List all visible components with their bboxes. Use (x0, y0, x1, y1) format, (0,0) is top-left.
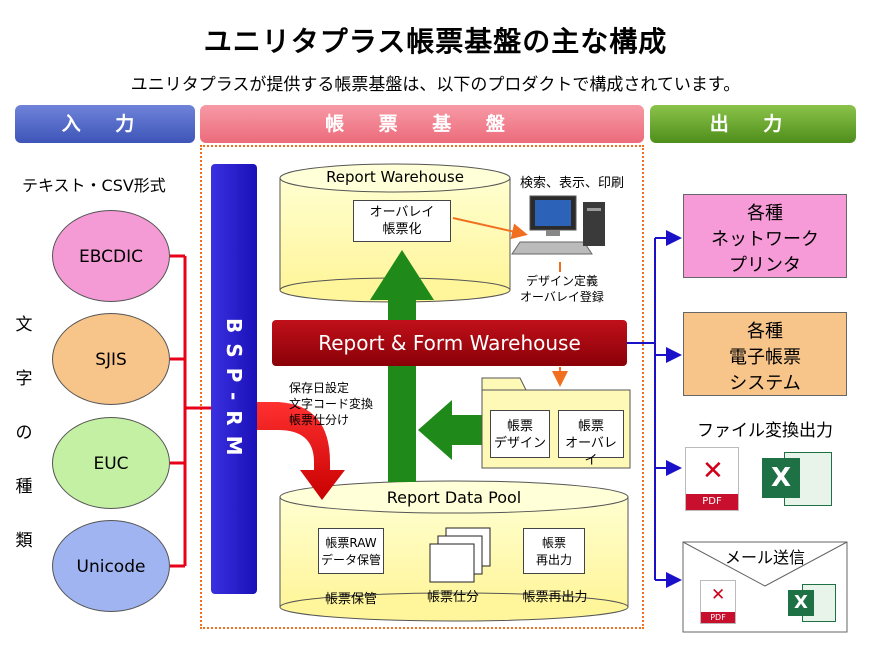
input-band: 入 力 (15, 105, 195, 143)
design-label-line: オーバレイ登録 (520, 290, 604, 304)
raw-data-line: 帳票RAW (325, 536, 377, 550)
network-printer-box: 各種 ネットワーク プリンタ (683, 194, 847, 278)
overlay-box: オーバレイ 帳票化 (353, 200, 451, 242)
edoc-system-box: 各種 電子帳票 システム (683, 312, 847, 396)
excel-small-label: X (788, 590, 814, 616)
encoding-sjis: SJIS (52, 313, 170, 405)
form-overlay-line: 帳票 (577, 419, 604, 434)
center-band: 帳 票 基 盤 (200, 105, 644, 143)
design-label-line: デザイン定義 (525, 274, 598, 288)
caption-reprint: 帳票再出力 (522, 590, 588, 605)
bsp-rm-label: BSP-RM (222, 318, 246, 466)
caption-sort: 帳票仕分 (426, 590, 479, 605)
document-stack-icon (429, 527, 491, 583)
caption-store: 帳票保管 (324, 592, 377, 607)
pdf-small-label: PDF (701, 612, 735, 623)
char-types-label: 文 字 の 種 類 (12, 298, 36, 568)
form-design-line: デザイン (493, 436, 546, 451)
excel-small-icon: X (788, 582, 836, 622)
design-labels: デザイン定義 オーバレイ登録 (520, 273, 604, 305)
char-type-glyph: 類 (15, 531, 33, 551)
overlay-to-pc-arrow (452, 217, 528, 240)
char-type-glyph: 文 (15, 315, 33, 335)
edocs-line: 電子帳票 (729, 347, 801, 368)
form-overlay-box: 帳票 オーバレイ (558, 410, 624, 468)
form-overlay-line: オーバレイ (565, 436, 617, 468)
form-design-box: 帳票 デザイン (490, 410, 550, 458)
rfw-bar: Report & Form Warehouse (272, 320, 627, 366)
edocs-line: 各種 (747, 321, 783, 342)
reprint-line: 帳票 (541, 536, 566, 550)
printer-line: 各種 (747, 203, 783, 224)
mail-label: メール送信 (724, 548, 805, 567)
edocs-line: システム (729, 373, 801, 394)
report-warehouse-title: Report Warehouse (326, 168, 464, 186)
process-label-line: 文字コード変換 (289, 397, 374, 411)
excel-icon: X (762, 448, 832, 506)
char-type-glyph: の (15, 423, 33, 443)
process-label-line: 保存日設定 (289, 381, 350, 395)
report-data-pool-title: Report Data Pool (386, 488, 522, 507)
raw-data-line: データ保管 (320, 553, 381, 567)
pdf-icon: ✕ PDF (685, 447, 739, 511)
process-label-line: 帳票仕分け (289, 413, 350, 427)
green-left-arrow (418, 400, 482, 460)
page-subtitle: ユニリタプラスが提供する帳票基盤は、以下のプロダクトで構成されています。 (130, 75, 741, 95)
overlay-box-line: 帳票化 (382, 222, 422, 237)
red-curved-arrow (257, 402, 345, 500)
char-type-glyph: 種 (15, 477, 33, 497)
encoding-unicode: Unicode (52, 520, 170, 612)
format-label: テキスト・CSV形式 (22, 176, 166, 195)
reprint-line: 再出力 (535, 553, 572, 567)
green-up-arrow (370, 250, 434, 482)
pdf-label: PDF (686, 494, 738, 510)
input-connectors (170, 254, 211, 568)
output-band: 出 力 (650, 105, 856, 143)
form-design-line: 帳票 (506, 419, 533, 434)
printer-line: プリンタ (729, 255, 801, 276)
encoding-ebcdic: EBCDIC (52, 210, 170, 302)
page-title: ユニリタプラス帳票基盤の主な構成 (203, 25, 668, 58)
center-region (200, 145, 644, 629)
reprint-doc: 帳票 再出力 (523, 528, 585, 574)
raw-data-doc: 帳票RAW データ保管 (318, 528, 384, 574)
file-conversion-label: ファイル変換出力 (697, 421, 833, 441)
output-connectors (627, 230, 682, 588)
pdf-small-icon: ✕ PDF (700, 580, 736, 624)
view-label: 検索、表示、印刷 (520, 176, 625, 191)
computer-icon (511, 195, 605, 255)
bsp-rm-bar (211, 164, 257, 594)
excel-label: X (762, 458, 800, 498)
process-labels: 保存日設定 文字コード変換 帳票仕分け (289, 380, 373, 428)
printer-line: ネットワーク (711, 229, 819, 250)
overlay-box-line: オーバレイ (369, 205, 435, 220)
char-type-glyph: 字 (15, 369, 33, 389)
encoding-euc: EUC (52, 417, 170, 509)
